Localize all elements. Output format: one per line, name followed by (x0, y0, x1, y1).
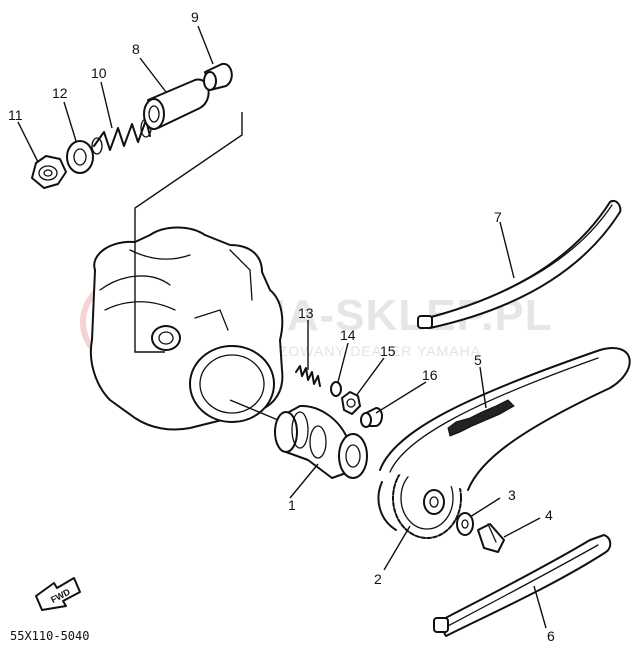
part-10-spring (91, 118, 152, 155)
part-15-nut (341, 391, 361, 415)
callout-12: 12 (52, 85, 68, 101)
part-4-bolt (477, 523, 505, 553)
callout-15: 15 (380, 343, 396, 359)
fwd-arrow-icon: FWD (35, 577, 81, 611)
part-14-o-ring (330, 381, 342, 397)
callout-8: 8 (132, 41, 140, 57)
part-8-sleeve (143, 78, 210, 130)
part-11-nut (31, 155, 67, 189)
callout-11: 11 (8, 107, 23, 123)
part-12-washer (66, 140, 94, 174)
cylinder-head (89, 226, 284, 431)
leader-lines (17, 25, 547, 629)
callout-9: 9 (191, 9, 199, 25)
part-1-camshaft (274, 404, 368, 479)
part-3-washer (456, 512, 474, 536)
callout-2: 2 (374, 571, 382, 587)
callout-4: 4 (545, 507, 553, 523)
callout-14: 14 (340, 327, 356, 343)
callout-numbers: 1 2 3 4 5 6 7 8 9 10 11 12 13 14 15 16 (8, 9, 555, 644)
callout-3: 3 (508, 487, 516, 503)
callout-13: 13 (298, 305, 314, 321)
callout-1: 1 (288, 497, 296, 513)
assembly-bracket-line (134, 112, 243, 353)
callout-7: 7 (494, 209, 502, 225)
part-13-spring (295, 365, 321, 387)
drawing-code: 55X110-5040 (10, 629, 89, 643)
callout-16: 16 (422, 367, 438, 383)
callout-6: 6 (547, 628, 555, 644)
callout-5: 5 (474, 352, 482, 368)
part-9-cap (203, 62, 233, 91)
part-6-chain-guide (433, 534, 612, 637)
part-5-chain (377, 347, 631, 531)
callout-10: 10 (91, 65, 107, 81)
part-7-chain-guide (417, 200, 622, 329)
